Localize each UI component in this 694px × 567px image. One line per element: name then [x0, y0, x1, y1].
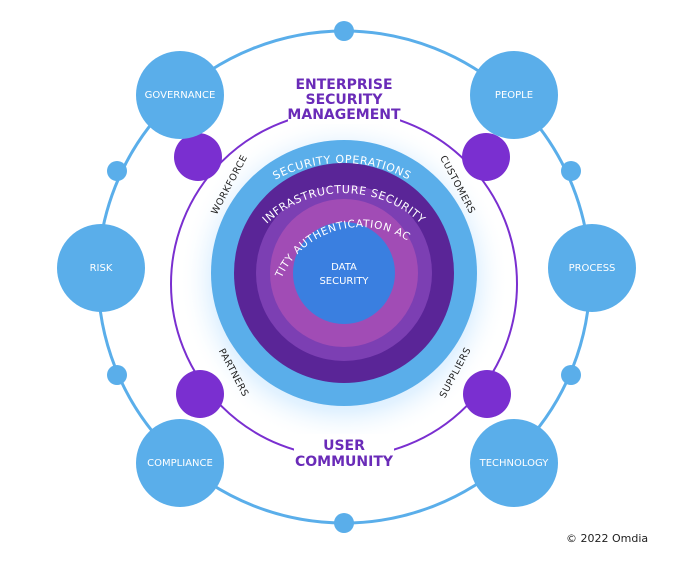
- orbit-dot-top: [334, 21, 354, 41]
- workforce-node: [174, 133, 222, 181]
- technology-label: TECHNOLOGY: [479, 458, 550, 469]
- risk-node: [57, 224, 145, 312]
- people-node: [470, 51, 558, 139]
- suppliers-node: [463, 370, 511, 418]
- title-gap-top: [288, 72, 400, 124]
- data-security-core: [293, 222, 395, 324]
- orbit-dot-lower-right: [561, 365, 581, 385]
- enterprise-title-line1: ENTERPRISE: [295, 77, 392, 93]
- user-community-title-line2: COMMUNITY: [295, 454, 394, 470]
- process-label: PROCESS: [569, 263, 616, 274]
- orbit-dot-upper-right: [561, 161, 581, 181]
- orbit-dot-upper-left: [107, 161, 127, 181]
- partners-node: [176, 370, 224, 418]
- orbit-dot-lower-left: [107, 365, 127, 385]
- data-security-label-line1: DATA: [331, 262, 357, 273]
- compliance-node: [136, 419, 224, 507]
- copyright-text: © 2022 Omdia: [566, 532, 649, 545]
- governance-node: [136, 51, 224, 139]
- people-label: PEOPLE: [495, 90, 533, 101]
- data-security-label-line2: SECURITY: [319, 276, 369, 287]
- risk-label: RISK: [90, 263, 113, 274]
- governance-label: GOVERNANCE: [145, 90, 216, 101]
- enterprise-title-line3: MANAGEMENT: [287, 107, 401, 123]
- customers-node: [462, 133, 510, 181]
- technology-node: [470, 419, 558, 507]
- compliance-label: COMPLIANCE: [147, 458, 213, 469]
- title-gap-bottom: [294, 434, 394, 474]
- orbit-dot-bottom: [334, 513, 354, 533]
- user-community-title-line1: USER: [323, 438, 365, 454]
- process-node: [548, 224, 636, 312]
- enterprise-title-line2: SECURITY: [306, 92, 384, 108]
